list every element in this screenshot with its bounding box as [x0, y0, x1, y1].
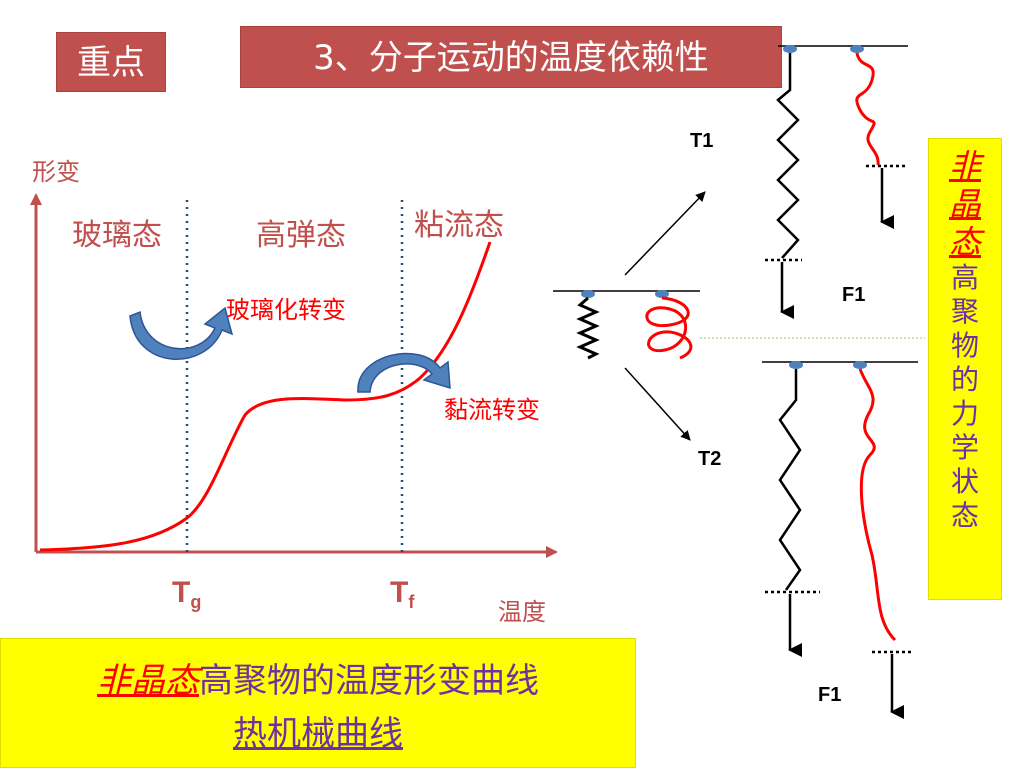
t2-model [762, 361, 918, 719]
tf-label: Tf [390, 576, 414, 613]
bottom-box-line1-rest: 高聚物的温度形变曲线 [199, 661, 539, 701]
origin-model [553, 290, 700, 360]
x-axis-label: 温度 [498, 598, 546, 626]
y-axis-label: 形变 [32, 158, 80, 186]
glass-transition-arrow [129, 306, 234, 360]
tf-sub: f [408, 592, 415, 612]
tg-main: T [172, 576, 191, 609]
viscous-state-label: 粘流态 [414, 208, 504, 243]
flow-transition-arrow [357, 352, 451, 393]
side-highlight-box: 非晶态 高聚物的力学状态 [928, 138, 1002, 600]
slide-title: 3、分子运动的温度依赖性 [240, 26, 782, 88]
deformation-curve [39, 241, 492, 552]
t2-label: T2 [698, 448, 722, 470]
glass-state-label: 玻璃态 [72, 218, 162, 253]
f1-bottom-label: F1 [818, 684, 842, 706]
key-point-badge: 重点 [56, 32, 166, 92]
bottom-box-emphasis: 非晶态 [97, 661, 199, 701]
bottom-box-line2: 热机械曲线 [1, 706, 635, 755]
tf-main: T [390, 576, 409, 609]
f1-top-label: F1 [842, 284, 866, 306]
tg-label: Tg [172, 576, 201, 613]
side-box-emphasis: 非晶态 [948, 147, 981, 261]
glass-transition-label: 玻璃化转变 [226, 296, 346, 324]
t1-model [765, 45, 908, 319]
thermomechanical-curve-label: 热机械曲线 [233, 714, 403, 754]
flow-transition-label: 黏流转变 [444, 396, 540, 424]
t1-label: T1 [690, 130, 714, 152]
side-box-text: 非晶态 高聚物的力学状态 [945, 147, 985, 533]
chart-axes [30, 193, 558, 558]
bottom-highlight-box: 非晶态高聚物的温度形变曲线 热机械曲线 [0, 638, 636, 768]
arrow-to-t2 [624, 367, 691, 441]
bottom-box-line1: 非晶态高聚物的温度形变曲线 [1, 653, 635, 702]
tg-sub: g [190, 592, 202, 612]
arrow-to-t1 [624, 191, 706, 276]
rubbery-state-label: 高弹态 [256, 218, 346, 253]
side-box-rest: 高聚物的力学状态 [950, 261, 979, 532]
